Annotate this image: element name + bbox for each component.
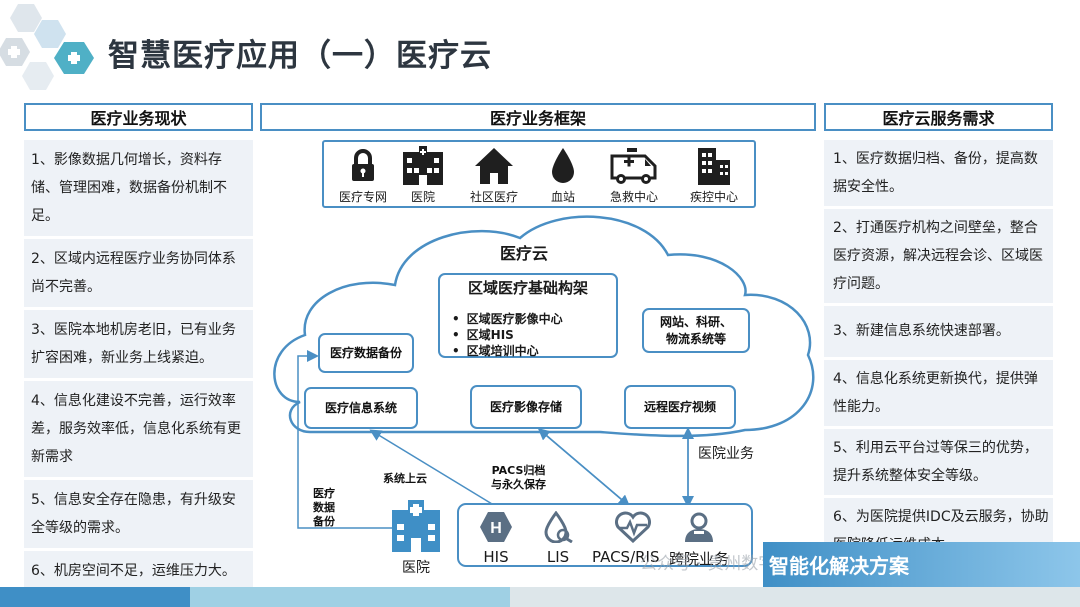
plus-icon: [54, 42, 94, 74]
network-node: 疾控中心: [679, 146, 749, 205]
lab-drop-icon: [544, 510, 573, 544]
network-node: 社区医疗: [459, 146, 529, 205]
pacs-connector: [539, 429, 631, 507]
regional-infrastructure-box: 区域医疗基础构架 区域医疗影像中心 区域HIS 区域培训中心: [438, 273, 618, 358]
core-item: 区域HIS: [452, 327, 563, 343]
demand-item: 5、利用云平台过等保三的优势，提升系统整体安全等级。: [824, 429, 1053, 498]
status-item: 4、信息化建设不完善，运行效率差，服务效率低，信息化系统有更新需求: [24, 381, 253, 480]
pacs-system: PACS/RIS: [592, 511, 660, 566]
node-label: 医院: [410, 190, 435, 204]
demand-item: 3、新建信息系统快速部署。: [824, 306, 1053, 360]
solution-banner: 智能化解决方案: [763, 542, 1080, 587]
medical-image-storage-box: 医疗影像存储: [470, 385, 582, 429]
service-demand-list: 1、医疗数据归档、备份，提高数据安全性。 2、打通医疗机构之间壁垒，整合医疗资源…: [824, 140, 1053, 567]
data-backup-box: 医疗数据备份: [318, 333, 414, 373]
his-connector: [369, 429, 498, 508]
right-column-header: 医疗云服务需求: [824, 103, 1053, 131]
bottom-bar-segment: [190, 587, 510, 607]
core-item: 区域培训中心: [452, 343, 563, 359]
system-label: LIS: [546, 548, 570, 566]
hospital-systems-box: H HIS LIS PACS/RIS 跨院业务: [457, 503, 753, 569]
node-label: 急救中心: [609, 190, 658, 204]
status-item: 1、影像数据几何增长，资料存储、管理困难，数据备份机制不足。: [24, 140, 253, 239]
cross-hospital-system: 跨院业务: [669, 511, 729, 569]
hospital-label: 医院: [402, 560, 430, 576]
status-item: 5、信息安全存在隐患，有升级安全等级的需求。: [24, 480, 253, 551]
hospital-business-label: 医院业务: [698, 446, 754, 462]
network-node: 血站: [528, 146, 598, 205]
node-label: 医疗专网: [338, 190, 387, 204]
ambulance-icon: [610, 148, 657, 184]
system-label: PACS/RIS: [592, 548, 660, 566]
node-label: 疾控中心: [689, 190, 738, 204]
pacs-archive-label: PACS归档 与永久保存: [491, 464, 546, 491]
doctor-icon: [685, 512, 713, 542]
system-label: HIS: [483, 548, 509, 566]
core-list: 区域医疗影像中心 区域HIS 区域培训中心: [452, 311, 563, 359]
blood-drop-icon: [552, 148, 574, 183]
house-icon: [475, 148, 513, 184]
his-system: H HIS: [479, 511, 513, 566]
bottom-bar-segment: [0, 587, 190, 607]
network-node: 医疗专网: [328, 146, 398, 205]
bottom-bar-segment: [510, 587, 1080, 607]
lock-icon: [352, 149, 374, 181]
web-research-box: 网站、科研、 物流系统等: [642, 308, 750, 353]
network-node: 急救中心: [599, 146, 669, 205]
current-status-list: 1、影像数据几何增长，资料存储、管理困难，数据备份机制不足。 2、区域内远程医疗…: [24, 140, 253, 592]
cloud-title: 医疗云: [500, 244, 549, 263]
core-item: 区域医疗影像中心: [452, 311, 563, 327]
heartbeat-icon: [614, 511, 651, 544]
page-title: 智慧医疗应用（一）医疗云: [108, 38, 492, 74]
to-cloud-label: 系统上云: [383, 472, 427, 485]
network-node: 医院: [388, 146, 458, 205]
node-label: 血站: [550, 190, 575, 204]
bottom-color-bar: [0, 587, 1080, 607]
status-item: 6、机房空间不足，运维压力大。: [24, 551, 253, 592]
backup-connector: [297, 350, 392, 529]
demand-item: 4、信息化系统更新换代，提供弹性能力。: [824, 360, 1053, 429]
hospital-building-icon: [392, 500, 440, 552]
system-label: 跨院业务: [669, 550, 730, 568]
hospital-node: 医院: [386, 500, 446, 577]
demand-item: 2、打通医疗机构之间壁垒，整合医疗资源，解决远程会诊、区域医疗问题。: [824, 209, 1053, 306]
node-label: 社区医疗: [469, 190, 518, 204]
plus-icon: [8, 46, 20, 58]
medical-network-icon-bar: 医疗专网 医院 社区医疗 血站: [322, 140, 756, 208]
lis-system: LIS: [542, 510, 574, 566]
hexagon-decoration: [0, 4, 94, 90]
backup-side-label: 医疗 数据 备份: [313, 487, 335, 528]
demand-item: 1、医疗数据归档、备份，提高数据安全性。: [824, 140, 1053, 209]
medical-info-system-box: 医疗信息系统: [304, 387, 418, 429]
office-building-icon: [698, 148, 730, 185]
left-column-header: 医疗业务现状: [24, 103, 253, 131]
hospital-building-icon: [403, 146, 443, 185]
status-item: 3、医院本地机房老旧，已有业务扩容困难，新业务上线紧迫。: [24, 310, 253, 381]
middle-column-header: 医疗业务框架: [260, 103, 816, 131]
remote-video-box: 远程医疗视频: [624, 385, 736, 429]
core-title: 区域医疗基础构架: [467, 279, 588, 297]
his-icon: H: [480, 512, 512, 542]
status-item: 2、区域内远程医疗业务协同体系尚不完善。: [24, 239, 253, 310]
svg-text:H: H: [490, 520, 502, 537]
